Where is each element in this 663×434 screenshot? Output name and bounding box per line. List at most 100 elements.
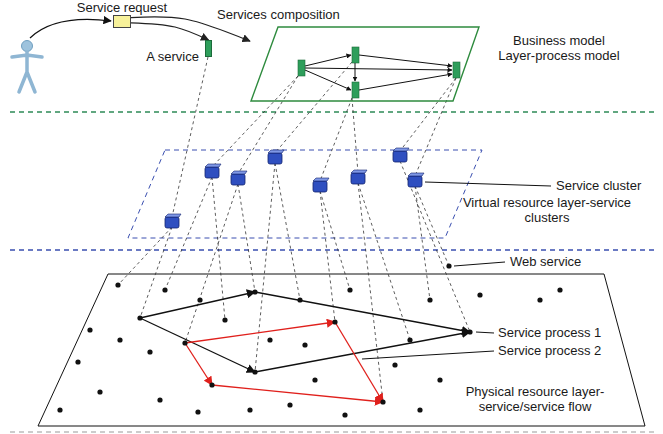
leader-line	[476, 332, 494, 333]
callout-label: Service process 1	[498, 325, 601, 340]
composed-service	[298, 60, 305, 76]
service-box: A service	[205, 40, 212, 57]
composition-arrow	[305, 55, 351, 66]
composition-arrow	[355, 63, 356, 81]
leader-line	[362, 351, 494, 359]
web-service-dot	[137, 315, 142, 320]
mapping-line	[400, 78, 456, 151]
callout-label: Service cluster	[556, 178, 641, 193]
web-service-dot	[97, 389, 102, 394]
mapping-line	[352, 98, 358, 173]
plane-outline	[250, 26, 480, 102]
composition-arrow	[305, 70, 351, 90]
web-service-dot	[477, 292, 482, 297]
web-service-dot	[157, 397, 162, 402]
process-flow	[185, 343, 212, 385]
service-cluster-icon	[268, 150, 284, 164]
layer-label: Physical resource layer-service/service …	[450, 384, 620, 414]
node-text: Service request	[77, 0, 167, 15]
web-service-dot	[417, 407, 422, 412]
process-flow	[140, 318, 255, 372]
mapping-line	[255, 163, 275, 372]
node-heading: A service	[146, 49, 199, 64]
mapping-line	[165, 177, 212, 290]
web-service-dot	[297, 297, 302, 302]
node-heading: Service request	[77, 0, 167, 15]
mapping-line	[320, 191, 350, 290]
web-service-dot	[392, 362, 397, 367]
virtual-plane	[128, 150, 482, 238]
web-service-dot	[380, 399, 385, 404]
web-service-dot	[197, 297, 202, 302]
layer-separator	[10, 432, 655, 433]
web-service-dot	[162, 287, 167, 292]
callout-label: Web service	[510, 254, 581, 269]
mapping-line	[172, 57, 208, 217]
request-arrow	[30, 19, 111, 38]
node-heading: Services composition	[217, 7, 340, 22]
mapping-line	[415, 186, 449, 266]
mapping-line	[400, 161, 470, 332]
callout-label: Service process 2	[498, 343, 601, 358]
service-cluster-icon	[393, 148, 409, 162]
web-service-dot	[57, 407, 62, 412]
node-text: Services composition	[217, 7, 340, 22]
web-service-dot	[407, 337, 412, 342]
web-service-dot	[115, 282, 120, 287]
mapping-line	[320, 98, 352, 181]
web-service-dot	[287, 402, 292, 407]
process-flow	[212, 385, 383, 402]
mapping-line	[212, 177, 225, 320]
leader-line	[425, 182, 551, 186]
composition-arrow	[359, 55, 452, 66]
mapping-line	[275, 163, 300, 300]
composition-plane: Services composition	[250, 26, 480, 102]
web-service-dot	[252, 369, 257, 374]
composed-service	[352, 82, 359, 98]
web-service-dot	[267, 337, 272, 342]
service-cluster-icon	[351, 170, 367, 184]
service-cluster-icon	[165, 214, 181, 228]
web-service-dot	[437, 377, 442, 382]
mapping-line	[275, 62, 352, 153]
composed-service	[453, 62, 460, 78]
web-service-dot	[347, 287, 352, 292]
web-service-dot	[557, 287, 562, 292]
web-service-dot	[312, 377, 317, 382]
composition-arrow	[305, 68, 452, 70]
process-flow	[140, 292, 255, 318]
user-figure	[12, 41, 42, 93]
layer-separator	[10, 249, 655, 250]
process-flow	[255, 332, 470, 372]
mapping-line	[320, 191, 335, 322]
layer-separator	[10, 111, 655, 112]
web-service-dot	[446, 263, 451, 268]
web-service-dot	[467, 329, 472, 334]
mapping-line	[238, 184, 255, 292]
web-service-dot	[252, 289, 257, 294]
service-cluster-icon	[408, 173, 424, 187]
web-service-dot	[427, 297, 432, 302]
web-service-dot	[117, 337, 122, 342]
web-service-dot	[75, 359, 80, 364]
web-service-dot	[332, 319, 337, 324]
web-service-dot	[537, 297, 542, 302]
web-service-dot	[182, 340, 187, 345]
service-cluster-icon	[205, 164, 221, 178]
process-flow	[185, 322, 335, 343]
mapping-line	[238, 76, 298, 174]
request-box: Service request	[113, 15, 131, 28]
web-service-dot	[342, 412, 347, 417]
process-flow	[335, 322, 383, 402]
mapping-line	[140, 227, 172, 318]
leader-line	[454, 262, 505, 266]
physical-plane	[38, 274, 645, 426]
mapping-line	[415, 78, 456, 176]
composed-service	[352, 47, 359, 63]
process-flow	[255, 292, 470, 332]
layer-label: Business model Layer-process model	[495, 33, 623, 63]
mapping-line	[118, 227, 172, 285]
web-service-dot	[302, 342, 307, 347]
service-cluster-icon	[313, 178, 329, 192]
